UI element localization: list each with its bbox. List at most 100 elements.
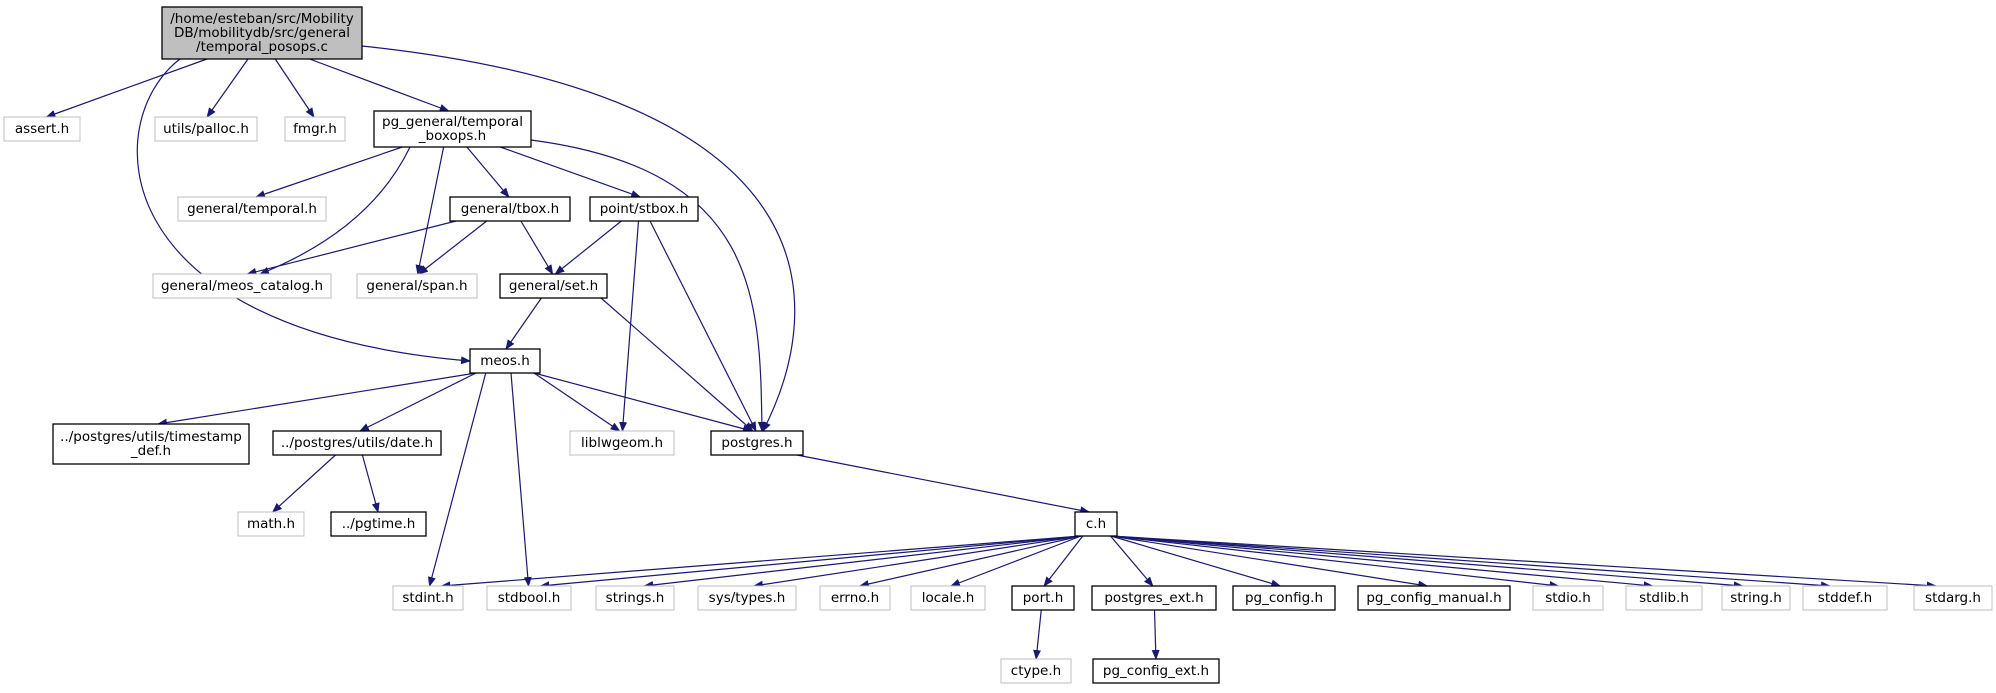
node-string: string.h: [1721, 585, 1791, 611]
edge-ch-to-string: [1110, 535, 1744, 590]
node-ch[interactable]: c.h: [1074, 511, 1118, 537]
edge-boxops-to-stbox: [500, 146, 642, 198]
node-box: [272, 430, 442, 456]
edge-boxops-to-tbox: [466, 146, 510, 198]
node-box: [486, 585, 572, 611]
edge-meos-to-stdbool: [510, 372, 532, 587]
node-box: [3, 116, 81, 142]
node-box: [284, 116, 346, 142]
node-box: [1532, 585, 1604, 611]
edge-ch-to-stdint: [440, 535, 1082, 590]
node-stdint: stdint.h: [392, 585, 464, 611]
node-box: [1000, 658, 1072, 684]
node-box: [1091, 585, 1217, 611]
edge-date-to-pgtime: [361, 454, 380, 513]
node-stdlib: stdlib.h: [1625, 585, 1703, 611]
node-box: [1092, 658, 1220, 684]
node-box: [1913, 585, 1993, 611]
node-label: general/temporal.h: [187, 201, 317, 217]
edge-meos-to-date: [359, 372, 477, 432]
node-label: pg_config_manual.h: [1366, 590, 1501, 606]
edge-ch-to-pgconfig: [1110, 535, 1282, 588]
node-pgext[interactable]: postgres_ext.h: [1091, 585, 1217, 611]
node-palloc: utils/palloc.h: [154, 116, 258, 142]
edge-root-to-palloc: [206, 58, 249, 118]
node-label: assert.h: [15, 121, 69, 137]
node-fmgr: fmgr.h: [284, 116, 346, 142]
node-label: /temporal_posops.c: [196, 39, 328, 55]
node-port[interactable]: port.h: [1011, 585, 1075, 611]
node-temporal: general/temporal.h: [177, 196, 327, 222]
node-label: general/meos_catalog.h: [161, 278, 323, 294]
edge-pgext-to-pgcfgext: [1151, 609, 1160, 660]
node-pgconfig[interactable]: pg_config.h: [1232, 585, 1336, 611]
node-postgres[interactable]: postgres.h: [710, 430, 804, 456]
node-label: sys/types.h: [709, 590, 786, 606]
node-systypes: sys/types.h: [697, 585, 797, 611]
node-box: [356, 273, 478, 299]
node-meos[interactable]: meos.h: [469, 348, 541, 374]
node-date[interactable]: ../postgres/utils/date.h: [272, 430, 442, 456]
node-root[interactable]: /home/esteban/src/MobilityDB/mobilitydb/…: [161, 6, 363, 60]
node-box: [910, 585, 986, 611]
node-box: [1074, 511, 1118, 537]
edge-root-to-fmgr: [274, 58, 315, 118]
node-box: [373, 110, 532, 148]
node-box: [589, 196, 699, 222]
node-label: DB/mobilitydb/src/general: [174, 25, 350, 41]
node-label: ../postgres/utils/timestamp: [60, 429, 242, 445]
node-box: [449, 196, 571, 222]
node-label: ../postgres/utils/date.h: [281, 435, 433, 451]
node-label: locale.h: [922, 590, 975, 606]
node-stbox[interactable]: point/stbox.h: [589, 196, 699, 222]
edge-postgres-to-ch: [796, 454, 1091, 515]
node-box: [152, 273, 332, 299]
node-box: [697, 585, 797, 611]
node-box: [819, 585, 891, 611]
node-stdarg: stdarg.h: [1913, 585, 1993, 611]
edge-tbox-to-catalog: [246, 220, 457, 276]
edge-ch-to-stdbool: [539, 535, 1082, 590]
edge-boxops-to-postgres: [530, 139, 766, 432]
node-tsdef[interactable]: ../postgres/utils/timestamp_def.h: [52, 423, 250, 465]
node-label: c.h: [1086, 516, 1106, 532]
node-box: [1721, 585, 1791, 611]
node-set[interactable]: general/set.h: [499, 273, 608, 299]
edge-meos-to-lwgeom: [533, 372, 621, 432]
node-label: general/tbox.h: [461, 201, 559, 217]
edge-ch-to-errno: [858, 535, 1082, 588]
node-label: fmgr.h: [293, 121, 337, 137]
edge-date-to-math: [271, 454, 336, 513]
node-box: [469, 348, 541, 374]
node-label: stdio.h: [1545, 590, 1591, 606]
node-box: [1011, 585, 1075, 611]
edge-ch-to-systypes: [752, 535, 1082, 589]
edge-ch-to-strings: [643, 535, 1082, 589]
edge-ch-to-port: [1043, 535, 1084, 587]
node-label: point/stbox.h: [600, 201, 689, 217]
node-label: pg_config_ext.h: [1103, 663, 1209, 679]
node-errno: errno.h: [819, 585, 891, 611]
edge-stbox-to-lwgeom: [619, 220, 640, 432]
node-boxops[interactable]: pg_general/temporal_boxops.h: [373, 110, 532, 148]
edge-boxops-to-temporal: [255, 146, 403, 198]
node-pgcfgext[interactable]: pg_config_ext.h: [1092, 658, 1220, 684]
edge-ch-to-locale: [950, 535, 1082, 587]
edge-ch-to-pgmanual: [1110, 535, 1429, 589]
node-pgmanual[interactable]: pg_config_manual.h: [1357, 585, 1511, 611]
node-label: ../pgtime.h: [342, 516, 416, 532]
edge-root-to-meos: [136, 58, 471, 365]
node-label: pg_config.h: [1245, 590, 1323, 606]
node-lwgeom: liblwgeom.h: [569, 430, 675, 456]
node-box: [1802, 585, 1888, 611]
node-span: general/span.h: [356, 273, 478, 299]
node-label: ctype.h: [1011, 663, 1061, 679]
node-box: [52, 423, 250, 465]
node-tbox[interactable]: general/tbox.h: [449, 196, 571, 222]
node-box: [161, 6, 363, 60]
node-locale: locale.h: [910, 585, 986, 611]
node-pgtime[interactable]: ../pgtime.h: [330, 511, 427, 537]
node-box: [710, 430, 804, 456]
node-math: math.h: [237, 511, 305, 537]
edges-layer: [45, 45, 1937, 660]
